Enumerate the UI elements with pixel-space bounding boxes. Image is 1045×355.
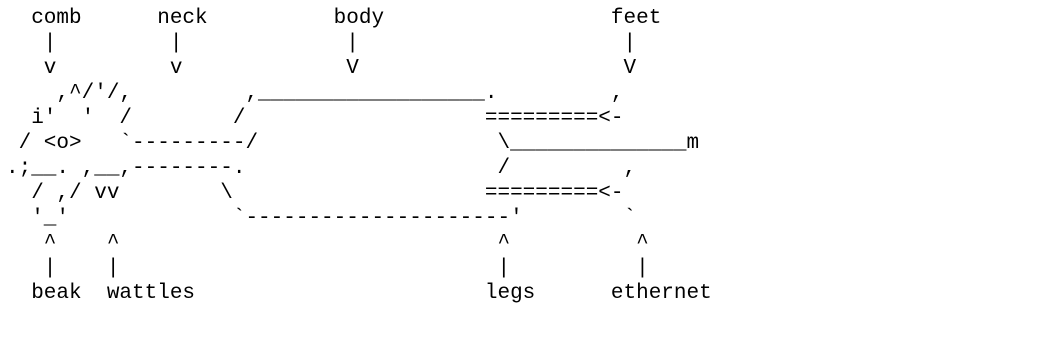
label-row-top: comb neck body feet [6, 7, 662, 30]
drawing-row-5: / ,/ vv \ =========<- [6, 182, 624, 205]
drawing-row-3: / <o> `---------/ \______________m [6, 132, 700, 155]
drawing-row-1: ,^/'/, ,__________________. , [6, 82, 624, 105]
arrow-row-bottom: ^ ^ ^ ^ [6, 232, 649, 255]
drawing-row-2: i' ' / / =========<- [6, 107, 624, 130]
pointer-row-top: | | | | [6, 32, 637, 55]
pointer-row-bottom: | | | | [6, 257, 649, 280]
label-row-bottom: beak wattles legs ethernet [6, 282, 712, 305]
drawing-row-6: '_' `---------------------' ` [6, 207, 637, 230]
arrow-row-top: v v V V [6, 57, 637, 80]
drawing-row-4: .;__. ,__,--------. / , [6, 157, 637, 180]
